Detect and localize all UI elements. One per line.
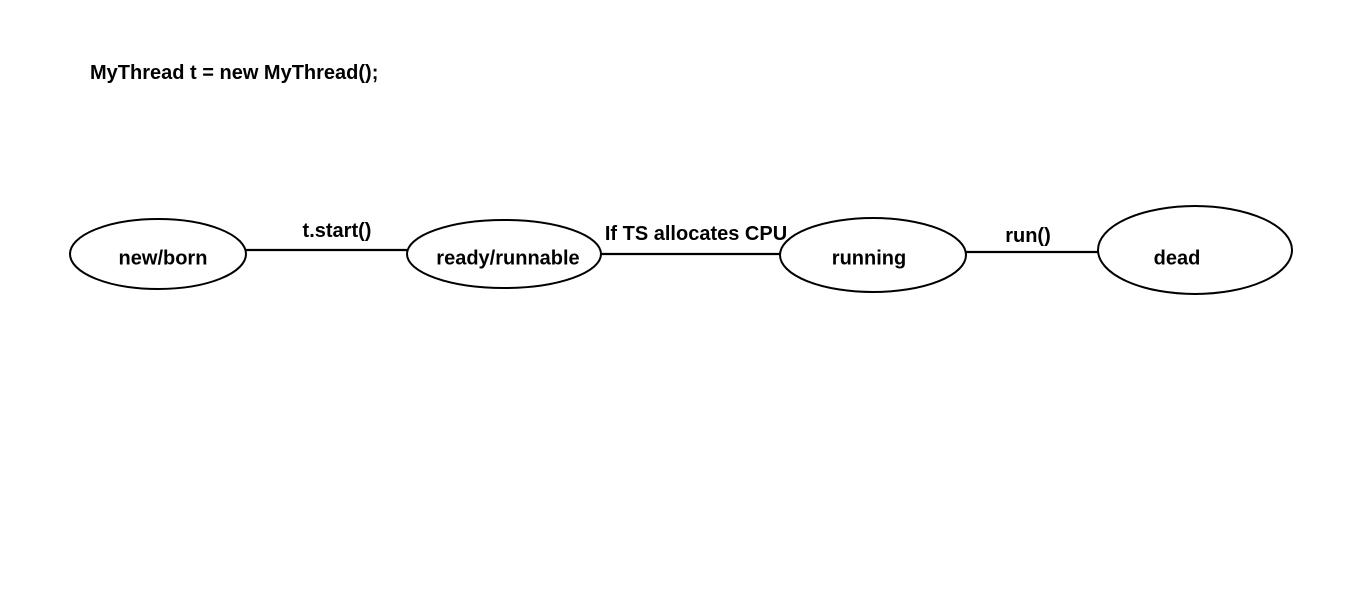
edge-label-cpu: If TS allocates CPU: [605, 223, 787, 245]
state-running-shape: [779, 217, 967, 293]
state-running: running: [779, 217, 967, 293]
state-new: new/born: [69, 218, 247, 290]
edge-label-run: run(): [1005, 225, 1051, 247]
state-dead-shape: [1097, 205, 1293, 295]
state-ready-shape: [406, 219, 602, 289]
edge-label-start: t.start(): [303, 220, 372, 242]
state-dead: dead: [1097, 205, 1293, 295]
state-dead-label: dead: [1154, 247, 1201, 269]
state-running-label: running: [832, 247, 906, 269]
state-ready: ready/runnable: [406, 219, 602, 289]
state-new-label: new/born: [119, 247, 208, 269]
state-ready-label: ready/runnable: [436, 247, 579, 269]
code-line: MyThread t = new MyThread();: [90, 62, 378, 84]
state-new-shape: [69, 218, 247, 290]
